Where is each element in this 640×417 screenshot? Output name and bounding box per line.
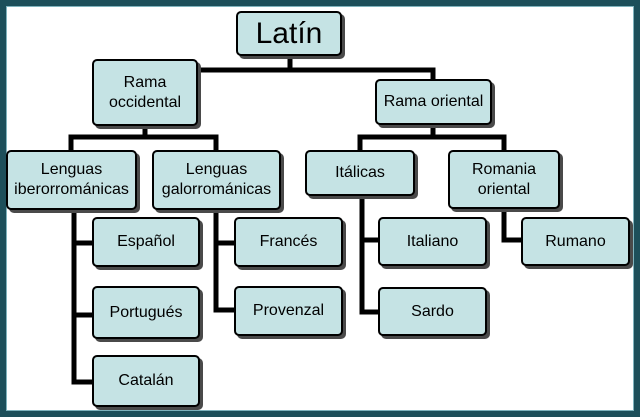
node-italicas-label: Itálicas [335,164,385,181]
node-romania-oriental-label: Romania oriental [471,160,537,198]
connector-occidental-groups [68,123,219,153]
node-espanol-label: Español [117,233,175,250]
node-italiano: Italiano [378,217,487,266]
node-frances: Francés [234,217,343,267]
node-catalan-label: Catalán [118,372,174,389]
connector-italicas-leaves [359,193,383,315]
node-rama-oriental-label: Rama oriental [383,93,484,110]
node-provenzal-label: Provenzal [252,302,325,319]
node-rumano-label: Rumano [545,232,606,250]
node-latin-label: Latín [255,16,323,50]
connector-oriental-groups [357,124,507,153]
node-provenzal: Provenzal [234,286,343,336]
connector-ibero-leaves [71,207,97,385]
node-frances-label: Francés [259,233,318,250]
node-italiano-label: Italiano [406,232,459,250]
node-catalan: Catalán [92,355,200,407]
node-rumano: Rumano [521,217,630,266]
node-italicas: Itálicas [305,150,415,196]
node-sardo-label: Sardo [411,302,454,320]
node-latin: Latín [236,11,342,56]
connector-romania-leaf [501,206,526,243]
node-lenguas-galorromanicas: Lenguas galorrománicas [152,150,281,210]
node-lenguas-iberorromanicas-label: Lenguas iberorrománicas [14,161,129,198]
node-lenguas-galorromanicas-label: Lenguas galorrománicas [161,161,272,198]
node-portugues-label: Portugués [109,303,183,321]
node-espanol: Español [92,217,200,267]
node-lenguas-iberorromanicas: Lenguas iberorrománicas [6,150,137,210]
node-portugues: Portugués [92,286,200,339]
node-sardo: Sardo [378,287,487,336]
node-rama-occidental: Rama occidental [92,59,198,126]
node-rama-occidental-label: Rama occidental [108,73,182,111]
node-rama-oriental: Rama oriental [375,79,492,125]
node-romania-oriental: Romania oriental [448,150,560,209]
connector-galo-leaves [213,207,239,313]
